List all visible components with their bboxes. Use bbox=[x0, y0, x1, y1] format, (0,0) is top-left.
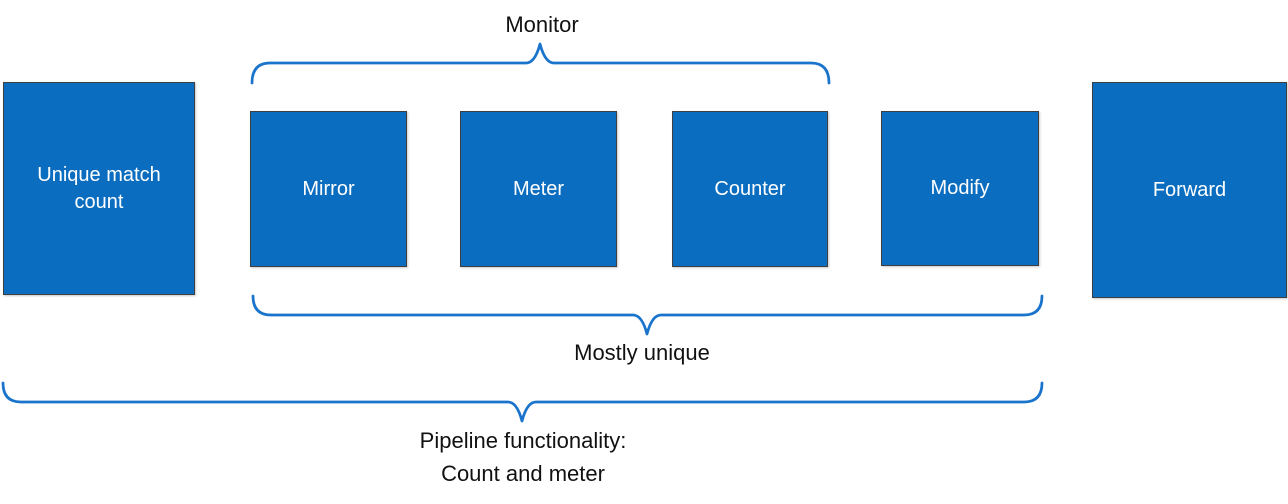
box-modify-label: Modify bbox=[930, 177, 990, 199]
box-meter-label: Meter bbox=[512, 177, 565, 200]
box-counter-label: Counter bbox=[714, 177, 786, 200]
pipeline-functionality-label-line2: Count and meter bbox=[441, 461, 605, 486]
box-forward-label: Forward bbox=[1152, 178, 1227, 201]
mostly-unique-label: Mostly unique bbox=[574, 340, 710, 365]
monitor-label: Monitor bbox=[505, 12, 579, 37]
box-forward: Forward bbox=[1092, 82, 1287, 298]
box-counter: Counter bbox=[672, 111, 828, 267]
box-unique-match-count-label: Unique match count bbox=[37, 163, 161, 213]
pipeline-functionality-label: Pipeline functionality: Count and meter bbox=[420, 424, 627, 490]
box-modify: Modify bbox=[881, 111, 1039, 266]
box-unique-match-count: Unique match count bbox=[3, 82, 195, 295]
mostly-unique-brace bbox=[251, 294, 1044, 336]
box-mirror: Mirror bbox=[250, 111, 407, 267]
pipeline-functionality-brace bbox=[1, 381, 1044, 423]
box-mirror-label: Mirror bbox=[302, 177, 355, 200]
monitor-brace bbox=[250, 42, 831, 85]
box-meter: Meter bbox=[460, 111, 617, 267]
pipeline-functionality-label-line1: Pipeline functionality: bbox=[419, 428, 627, 453]
